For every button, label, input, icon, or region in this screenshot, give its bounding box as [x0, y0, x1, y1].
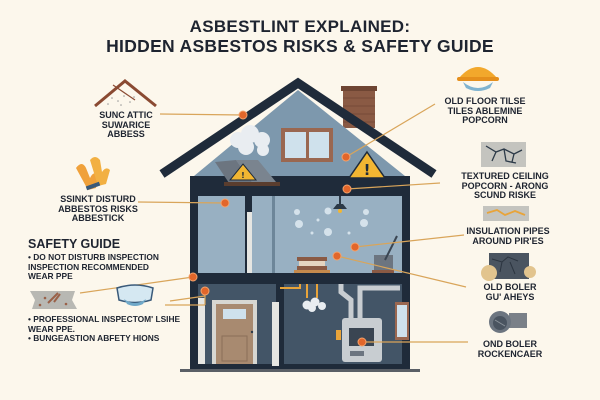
boiler-icon	[336, 284, 400, 362]
debris-cloud-icon	[302, 297, 326, 312]
armchair-icon: !	[215, 160, 280, 186]
boiler-duct-icon	[489, 311, 527, 333]
hotspot-markers	[188, 110, 367, 347]
callout-floor-tiles-label: OLD FLOOR TILSE TILES ABLEMINE POPCORN	[444, 96, 526, 125]
attic-roof-icon	[94, 79, 157, 108]
goggles-mask-icon	[116, 284, 154, 306]
infographic-title-line2: HIDDEN ASBESTOS RISKS & SAFETY GUIDE	[106, 36, 494, 56]
asbestos-fibers-icon	[294, 207, 369, 236]
ceiling-lamp-icon	[333, 196, 347, 213]
svg-text:!: !	[364, 161, 371, 179]
boiler-debris-icon	[481, 253, 536, 281]
pipes-icon	[280, 284, 318, 298]
door-icon	[212, 300, 257, 364]
hardhat-mask-icon	[457, 67, 499, 91]
infographic-title-line1: ASBESTLINT EXPLAINED:	[189, 17, 411, 36]
callout-boiler2-label: OND BOLER ROCKENCAER	[477, 339, 543, 359]
textured-ceiling-icon	[481, 142, 526, 167]
warning-sign-icon: !	[347, 150, 387, 187]
callout-ceiling-label: TEXTURED CEILING POPCORN - ARONG SCUND R…	[461, 171, 549, 200]
callout-boiler1-label: OLD BOLER GU' AHEYS	[483, 282, 537, 302]
safety-guide-bullets-top: • DO NOT DISTURB INSPECTION INSPECTION R…	[28, 252, 159, 281]
safety-guide-bullet-professional: • PROFESSIONAL INSPECTOM' LSIHE WEAR PPE…	[28, 314, 181, 334]
callout-attic-label: SUNC ATTIC SUWARICE ABBESS	[99, 110, 153, 139]
safety-guide-bullet-suggestion: • BUNGEASTION ABFETY HIONS	[28, 333, 160, 343]
callout-pipes-label: INSULATION PIPES AROUND PIR'ES	[466, 226, 550, 246]
svg-text:!: !	[241, 171, 245, 180]
insulation-pipes-icon	[483, 206, 529, 221]
house-cross-section: ! !	[159, 77, 437, 372]
leader-lines	[79, 103, 468, 343]
stacked-boxes-icon	[294, 257, 330, 273]
callout-gloves-label: SSINKT DISTURD ABBESTOS RISKS ABBESTICK	[58, 194, 138, 223]
attic-window-icon	[281, 128, 333, 162]
basement-window-icon	[395, 302, 409, 340]
damaged-material-icon	[30, 291, 77, 309]
gloves-icon	[76, 157, 110, 191]
safety-guide-heading: SAFETY GUIDE	[28, 237, 121, 251]
dust-cloud-icon	[230, 125, 270, 156]
